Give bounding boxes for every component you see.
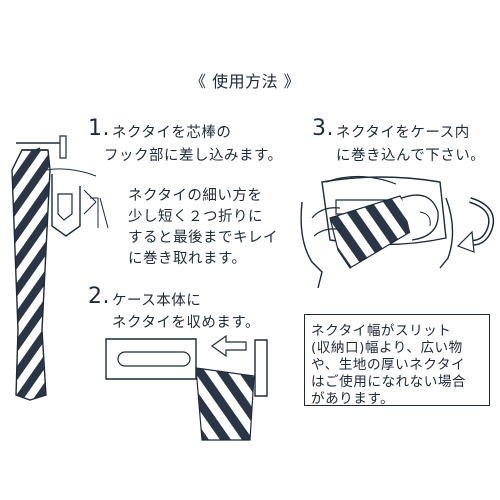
step-1-note-line-1: ネクタイの細い方を — [128, 188, 263, 204]
step-1-note-line-2: 少し短く２つ折りに — [128, 209, 263, 225]
tie-hanging-illustration — [12, 136, 66, 400]
step-1-line-1: ネクタイを芯棒の — [112, 125, 232, 141]
step-1-note-line-3: すると最後までキレイ — [128, 230, 278, 246]
warning-line-1: ネクタイ幅がスリット — [311, 323, 452, 339]
warning-line-5: があります。 — [311, 391, 395, 407]
tie-fold-detail — [46, 169, 108, 236]
warning-line-3: や、生地の厚いネクタイ — [311, 357, 466, 373]
step-3-line-2: に巻き込んで下さい。 — [336, 148, 486, 164]
insert-arrow-icon — [212, 336, 246, 356]
rotate-arrow-icon — [458, 200, 491, 252]
warning-box: ネクタイ幅がスリット (収納口)幅より、広い物 や、生地の厚いネクタイ はご使用… — [304, 314, 490, 407]
step-1-line-2: フック部に差し込みます。 — [104, 148, 283, 164]
step-3-number: 3. — [312, 116, 334, 141]
step-1-number: 1. — [88, 116, 110, 141]
step-2-number: 2. — [88, 284, 110, 309]
warning-line-2: (収納口)幅より、広い物 — [311, 340, 463, 356]
step-1-note-line-4: に巻き取れます。 — [128, 251, 247, 267]
step-2-line-2: ネクタイを収めます。 — [112, 315, 260, 331]
page-title: 《 使用方法 》 — [190, 72, 301, 91]
warning-line-4: はご使用になれない場合 — [311, 374, 467, 390]
step-3-line-1: ネクタイをケース内 — [336, 125, 470, 141]
step-2-line-1: ケース本体に — [112, 293, 202, 309]
rolling-illustration — [301, 176, 452, 288]
case-body-illustration — [106, 336, 267, 440]
